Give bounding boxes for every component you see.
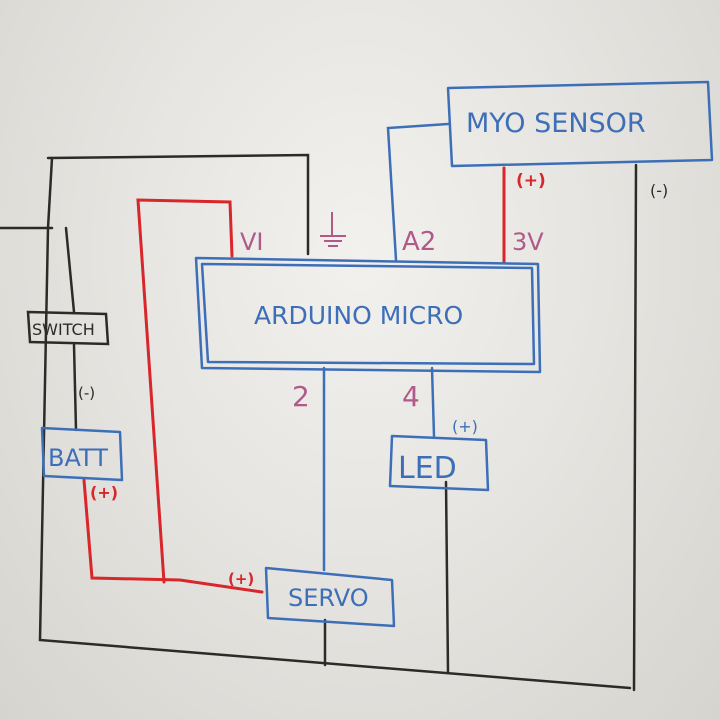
ground-to-switch <box>64 226 76 314</box>
ground-bus-outer <box>38 156 632 690</box>
myo-sensor-label: MYO SENSOR <box>466 108 646 139</box>
switch-to-batt <box>72 343 78 432</box>
servo-box <box>264 566 396 628</box>
pin-a2-label: A2 <box>402 227 436 257</box>
myo-minus-label: (-) <box>650 181 668 200</box>
arduino-label: ARDUINO MICRO <box>254 301 463 330</box>
batt-box <box>40 426 124 482</box>
vi-power-wire <box>136 198 234 584</box>
pin-vi-label: VI <box>240 228 264 256</box>
pin-2-label: 2 <box>292 380 310 413</box>
ground-wires <box>0 153 638 692</box>
signal-wires <box>322 122 450 572</box>
myo-sensor-box <box>446 80 714 168</box>
led-label: LED <box>398 451 457 486</box>
myo-a2-wire <box>386 122 450 262</box>
switch-box <box>26 310 110 346</box>
led-plus-label: (+) <box>452 417 478 436</box>
pin4-led-wire <box>430 366 436 438</box>
ground-top-wire <box>46 153 310 256</box>
batt-minus-label: (-) <box>78 384 95 402</box>
arduino-box <box>194 256 542 374</box>
arduino-box-inner <box>200 262 536 366</box>
power-wires <box>82 166 506 594</box>
batt-to-servo-power <box>82 478 264 594</box>
servo-plus-label: (+) <box>228 570 254 588</box>
myo-ground-wire <box>632 163 638 692</box>
myo-plus-label: (+) <box>516 171 546 191</box>
led-ground-wire <box>444 480 450 674</box>
pin-4-label: 4 <box>402 380 420 413</box>
led-box <box>388 434 490 492</box>
switch-label: SWITCH <box>32 320 95 339</box>
servo-label: SERVO <box>288 584 369 612</box>
batt-label: BATT <box>48 444 108 472</box>
ground-symbol-icon <box>320 212 346 247</box>
batt-plus-label: (+) <box>90 483 118 502</box>
pin-3v-label: 3V <box>512 228 544 256</box>
